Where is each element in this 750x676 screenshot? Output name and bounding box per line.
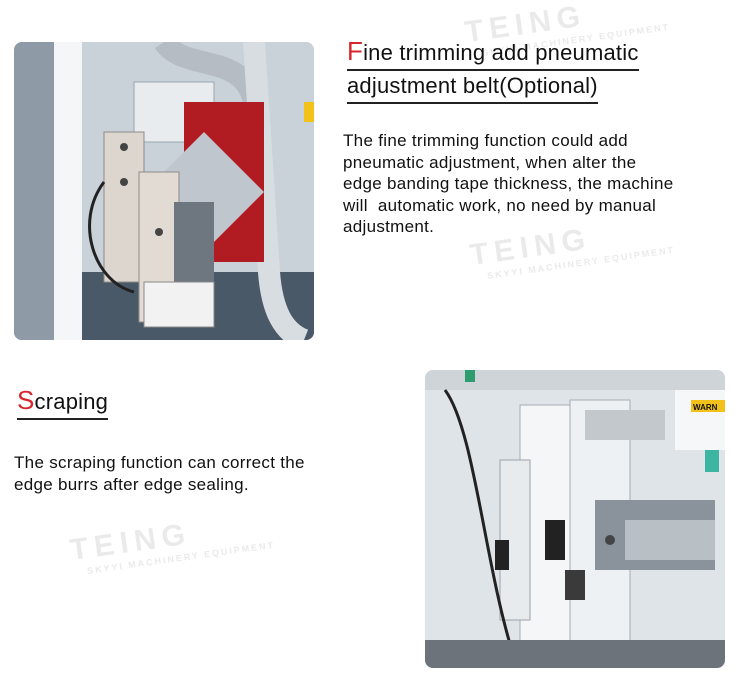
fine-trimming-machine-illustration [14,42,314,340]
heading-initial: S [17,385,35,415]
scraping-photo: WARN [425,370,725,668]
scraping-description: The scraping function can correct the ed… [14,453,305,494]
watermark-bottom-left: TEING SKYYI MACHINERY EQUIPMENT [68,506,276,578]
heading-rest: ine trimming add pneumatic [363,40,639,65]
heading-line-1: Fine trimming add pneumatic [347,36,639,71]
heading-initial: F [347,36,364,66]
heading-line-2: adjustment belt(Optional) [347,71,598,104]
fine-trimming-heading: Fine trimming add pneumatic adjustment b… [347,36,639,104]
scraping-heading: Scraping [17,385,109,420]
scraping-machine-illustration: WARN [425,370,725,668]
heading-rest: craping [34,389,109,414]
heading-line: Scraping [17,385,109,420]
fine-trimming-photo [14,42,314,340]
fine-trimming-description: The fine trimming function could add pne… [343,131,674,236]
warning-label: WARN [693,403,718,412]
